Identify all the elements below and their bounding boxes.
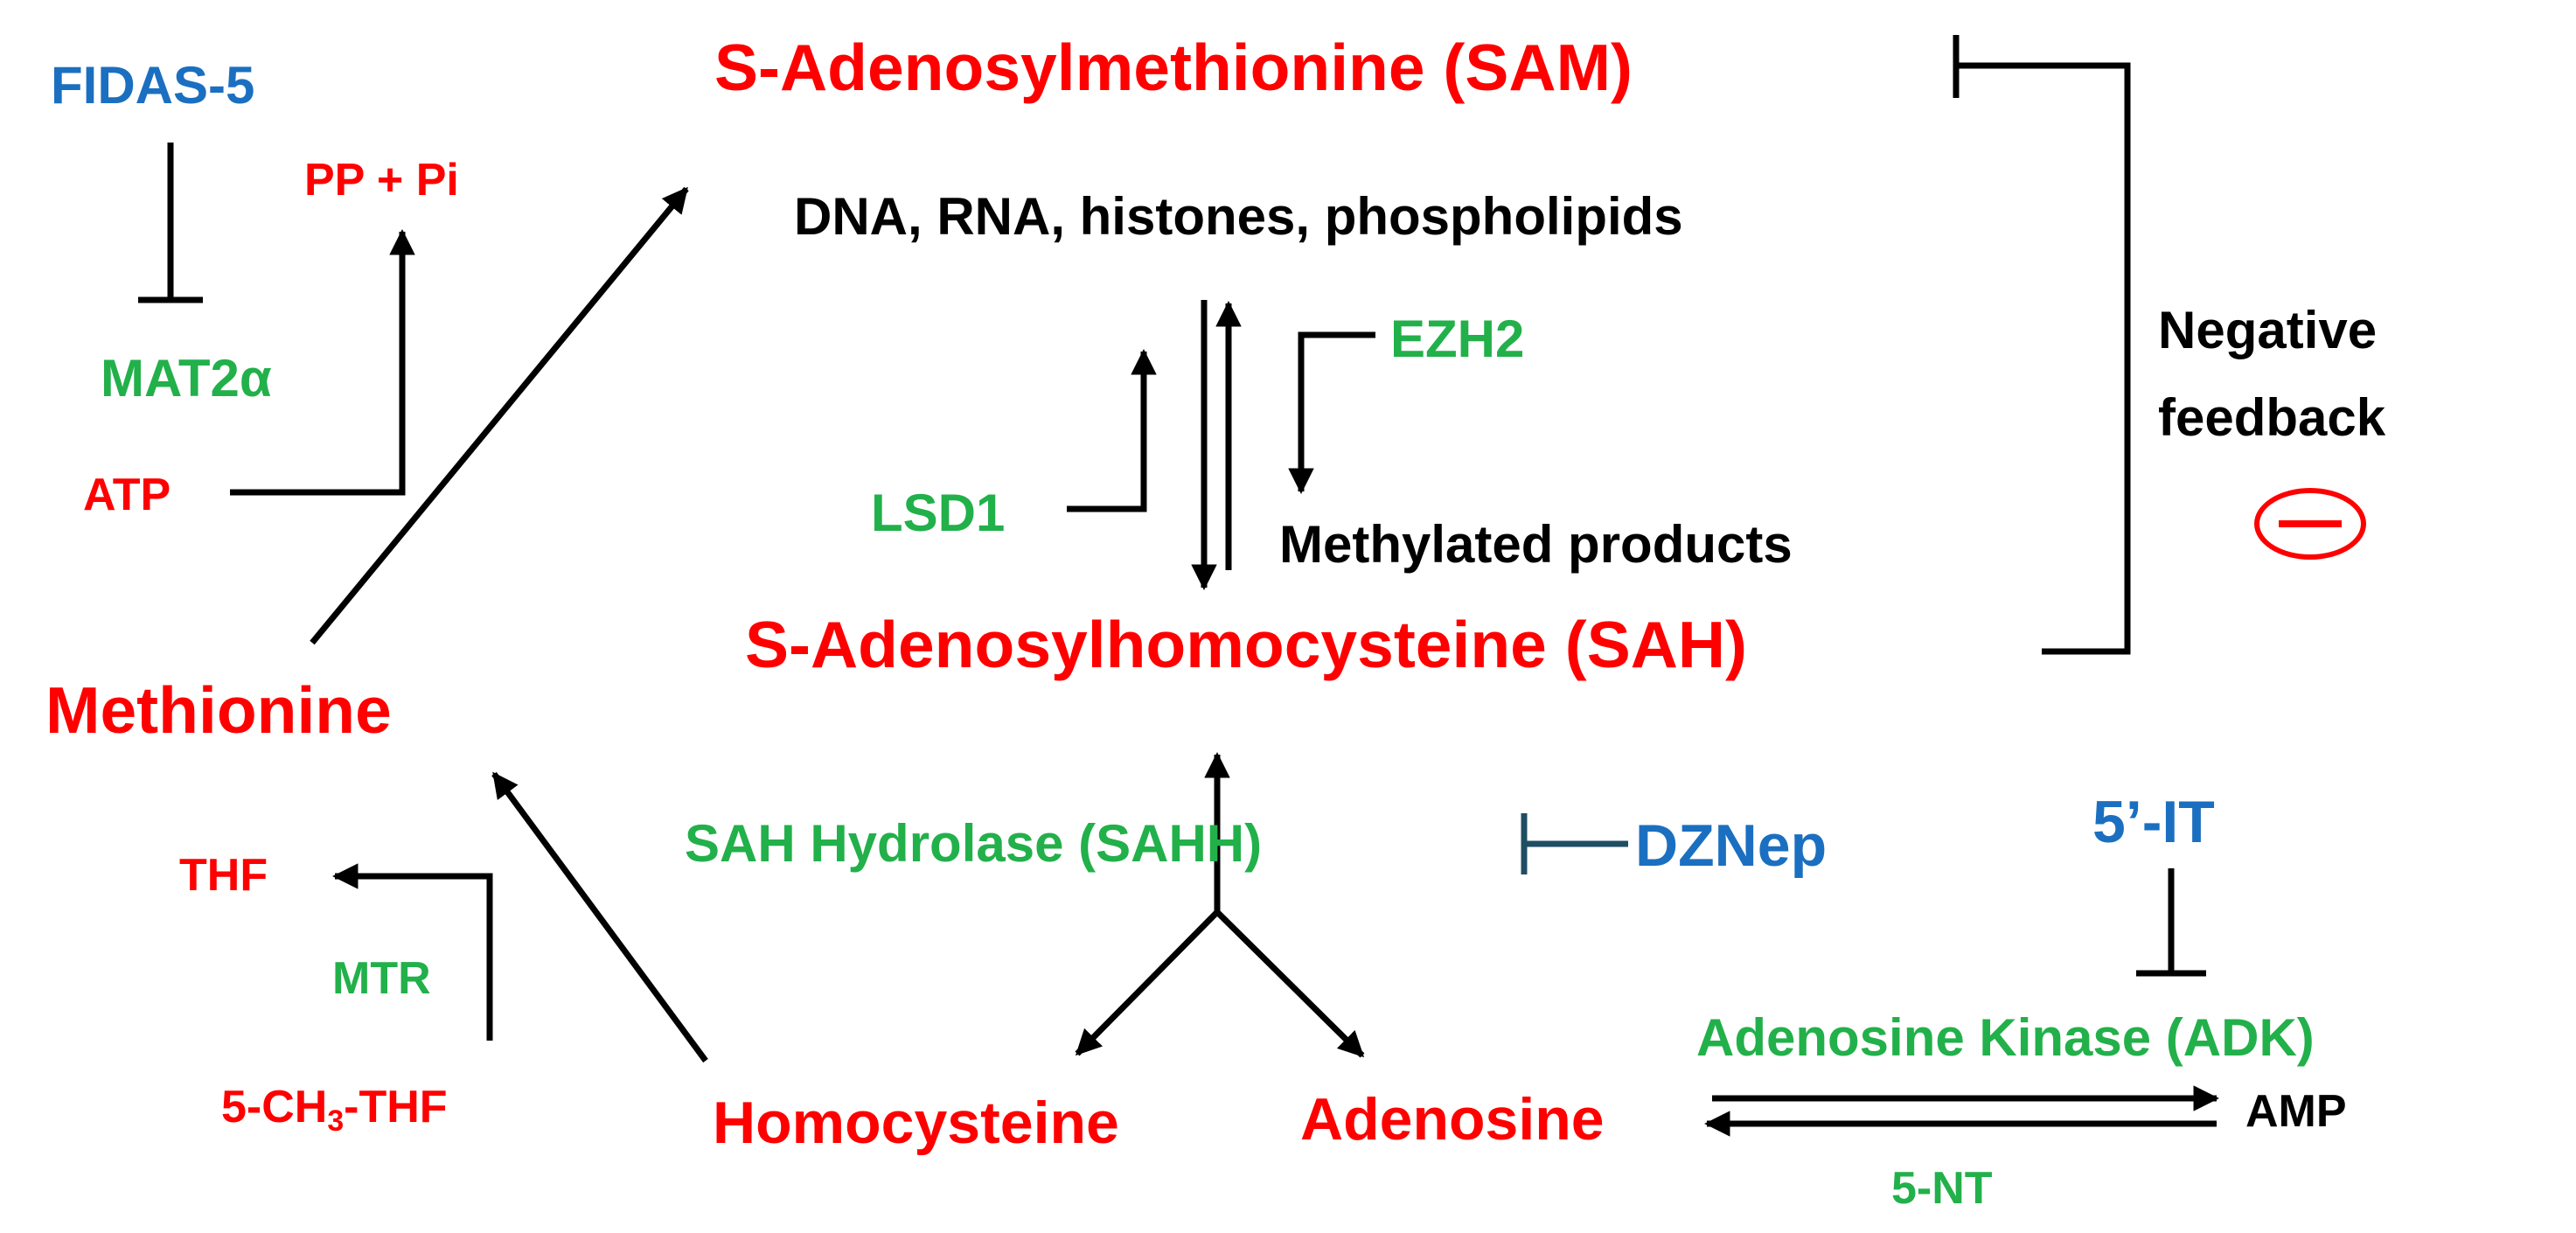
ch3-thf-suffix: -THF xyxy=(344,1082,448,1132)
arrow-lsd1-demethylation xyxy=(1067,349,1157,512)
negative-feedback-connector xyxy=(1953,35,2131,655)
ch3-thf-prefix: 5-CH xyxy=(221,1082,328,1132)
methylation-substrates-label: DNA, RNA, histones, phospholipids xyxy=(794,187,1683,246)
amp-label: AMP xyxy=(2245,1086,2347,1137)
methylated-products-label: Methylated products xyxy=(1279,515,1793,574)
negative-feedback-minus-icon xyxy=(2254,488,2366,560)
5it-inhibits-adk xyxy=(2136,868,2206,977)
dznep-label: DZNep xyxy=(1635,812,1828,879)
lsd1-label: LSD1 xyxy=(871,484,1006,542)
sam-label: S-Adenosylmethionine (SAM) xyxy=(714,31,1633,104)
5nt-label: 5-NT xyxy=(1891,1163,1993,1214)
ch3-thf-subscript: 3 xyxy=(327,1104,345,1139)
arrow-homocysteine-to-methionine xyxy=(491,771,708,1063)
methionine-label: Methionine xyxy=(45,673,392,747)
arrow-sahh-to-homocysteine xyxy=(1075,909,1220,1056)
thf-label: THF xyxy=(179,850,268,901)
adenosine-label: Adenosine xyxy=(1300,1086,1605,1153)
sahh-label: SAH Hydrolase (SAHH) xyxy=(685,814,1263,873)
dznep-inhibits-sahh xyxy=(1521,813,1628,874)
atp-label: ATP xyxy=(83,470,171,520)
arrow-atp-to-pp-pi xyxy=(230,229,415,496)
fidas5-inhibits-mat2a xyxy=(138,143,203,303)
arrow-sahh-to-adenosine xyxy=(1215,909,1365,1058)
homocysteine-label: Homocysteine xyxy=(713,1090,1119,1156)
negative-feedback-line1: Negative xyxy=(2158,301,2378,359)
adk-label: Adenosine Kinase (ADK) xyxy=(1696,1008,2315,1067)
arrow-methionine-to-sam xyxy=(310,186,689,645)
arrow-ezh2-methylation xyxy=(1288,331,1375,494)
sah-label: S-Adenosylhomocysteine (SAH) xyxy=(745,608,1748,681)
fidas5-label: FIDAS-5 xyxy=(51,56,255,115)
arrow-ch3-thf-to-thf xyxy=(332,863,493,1041)
ch3-thf-label: 5-CH3-THF xyxy=(221,1084,448,1137)
mtr-label: MTR xyxy=(332,953,431,1004)
mat2a-label: MAT2α xyxy=(101,349,272,408)
ezh2-label: EZH2 xyxy=(1390,310,1525,368)
5it-label: 5’-IT xyxy=(2092,789,2215,855)
pp-pi-label: PP + Pi xyxy=(304,155,459,206)
negative-feedback-line2: feedback xyxy=(2158,388,2386,447)
